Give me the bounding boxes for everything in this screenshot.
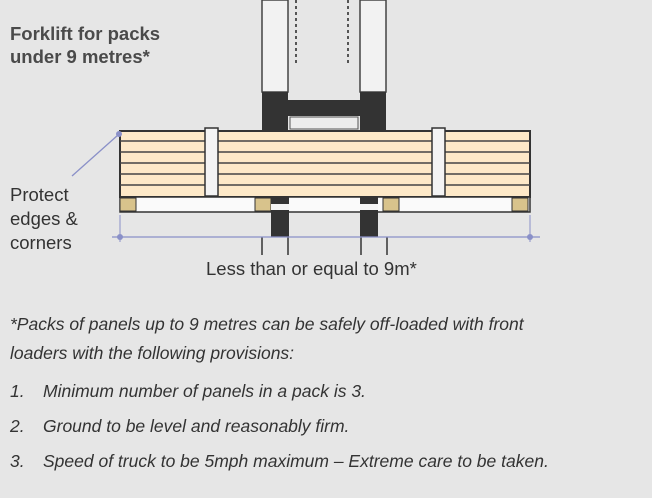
list-item: 1. Minimum number of panels in a pack is… bbox=[10, 374, 650, 409]
intro-line: *Packs of panels up to 9 metres can be s… bbox=[10, 314, 524, 334]
dimension-label: Less than or equal to 9m* bbox=[206, 258, 417, 279]
panel-pack bbox=[119, 127, 531, 198]
title-line: Forklift for packs bbox=[10, 23, 161, 44]
list-item: 2. Ground to be level and reasonably fir… bbox=[10, 409, 650, 444]
protect-callout-line bbox=[71, 131, 122, 177]
forklift-mast bbox=[261, 0, 387, 132]
item-number: 3. bbox=[10, 451, 25, 471]
notes-intro: *Packs of panels up to 9 metres can be s… bbox=[10, 310, 650, 368]
intro-line: loaders with the following provisions: bbox=[10, 343, 295, 363]
protect-line: edges & bbox=[10, 208, 78, 229]
pack-bearers bbox=[119, 196, 531, 213]
provisions-notes: *Packs of panels up to 9 metres can be s… bbox=[10, 310, 650, 479]
protect-line: corners bbox=[10, 232, 72, 253]
forklift-forks bbox=[261, 197, 388, 255]
list-item: 3. Speed of truck to be 5mph maximum – E… bbox=[10, 444, 650, 479]
dimension-line bbox=[112, 215, 540, 242]
item-number: 2. bbox=[10, 416, 25, 436]
diagram-title: Forklift for packs under 9 metres* bbox=[10, 22, 160, 68]
item-text: Speed of truck to be 5mph maximum – Extr… bbox=[43, 451, 549, 471]
item-text: Minimum number of panels in a pack is 3. bbox=[43, 381, 366, 401]
protect-label: Protect edges & corners bbox=[10, 183, 78, 255]
item-text: Ground to be level and reasonably firm. bbox=[43, 416, 350, 436]
protect-line: Protect bbox=[10, 184, 69, 205]
title-line: under 9 metres* bbox=[10, 46, 150, 67]
item-number: 1. bbox=[10, 381, 25, 401]
forklift-diagram bbox=[71, 0, 540, 255]
provisions-list: 1. Minimum number of panels in a pack is… bbox=[10, 374, 650, 479]
